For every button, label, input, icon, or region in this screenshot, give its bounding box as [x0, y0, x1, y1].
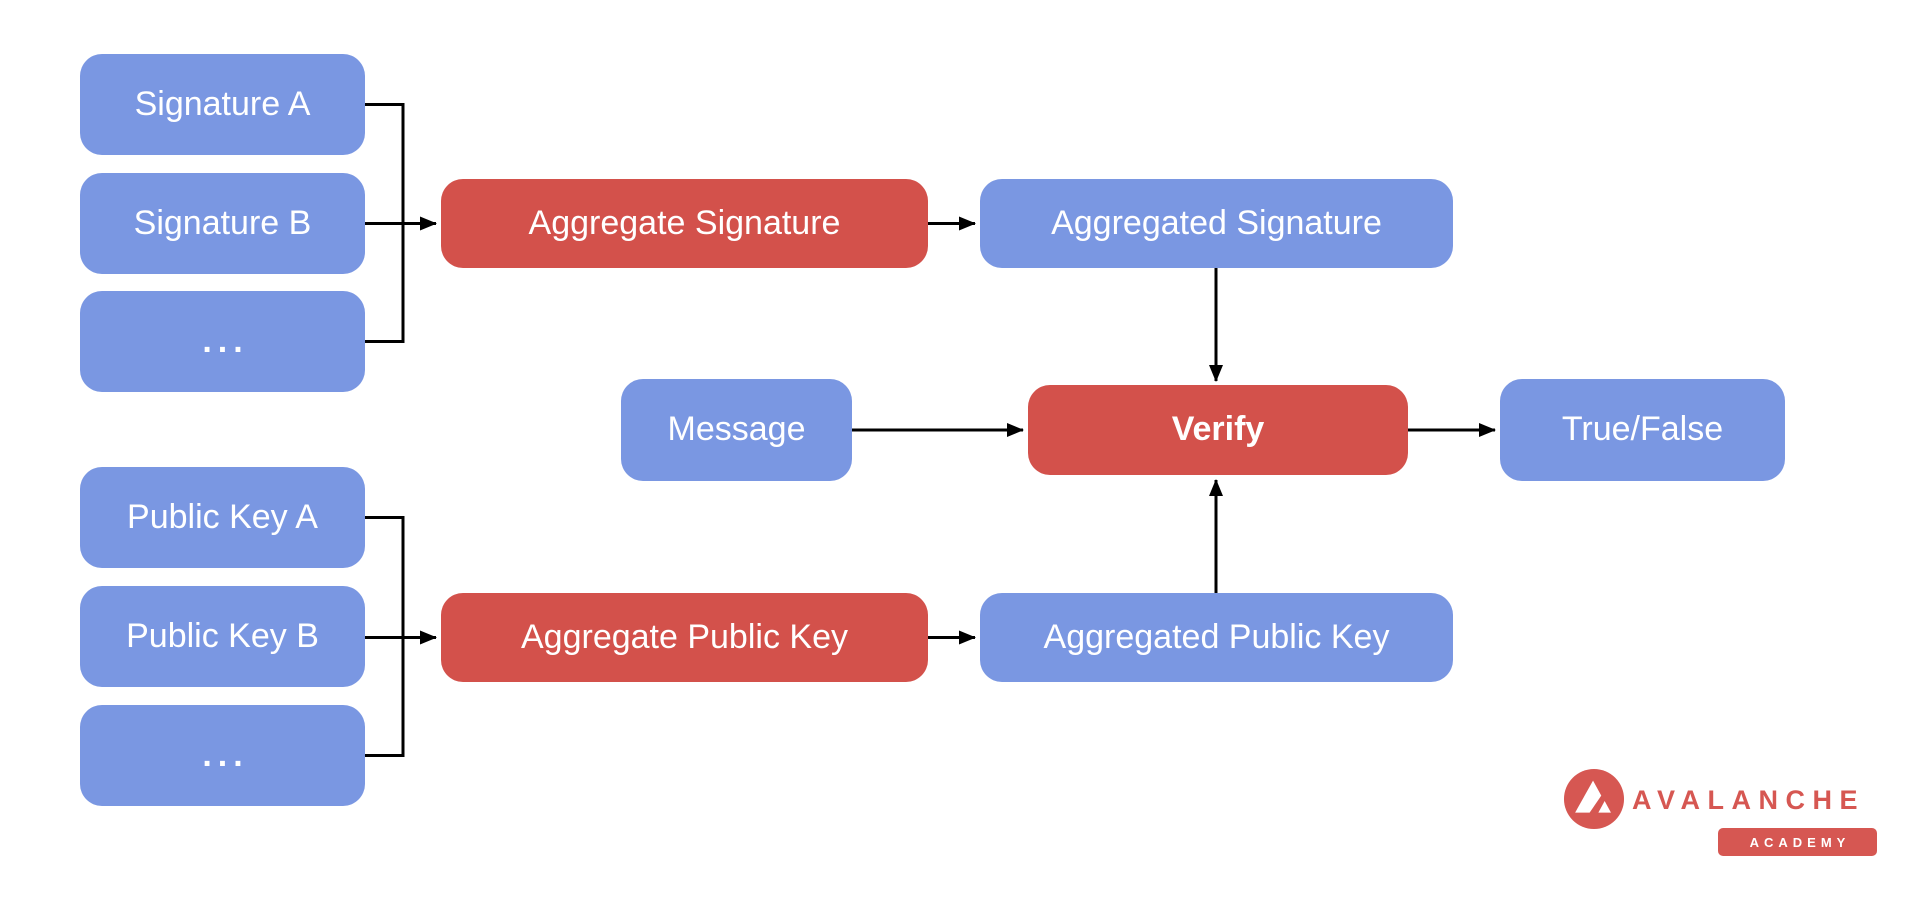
node-result-label: True/False — [1561, 410, 1724, 449]
node-signature-a: Signature A — [80, 54, 365, 155]
academy-badge-label: ACADEMY — [1749, 834, 1851, 850]
avalanche-logo-icon — [1563, 768, 1625, 830]
node-verify: Verify — [1028, 385, 1408, 475]
node-signature-a-label: Signature A — [134, 84, 311, 123]
node-public-key-more: ... — [80, 705, 365, 806]
node-public-key-more-label: ... — [202, 735, 249, 774]
node-aggregate-signature-label: Aggregate Signature — [528, 203, 841, 242]
node-aggregate-public-key: Aggregate Public Key — [441, 593, 928, 682]
avalanche-academy-logo: AVALANCHE ACADEMY — [1556, 766, 1877, 858]
node-aggregated-public-key-label: Aggregated Public Key — [1043, 617, 1390, 656]
node-public-key-b-label: Public Key B — [126, 616, 319, 655]
node-public-key-a: Public Key A — [80, 467, 365, 568]
node-message: Message — [621, 379, 852, 481]
academy-badge: ACADEMY — [1718, 828, 1877, 856]
node-public-key-b: Public Key B — [80, 586, 365, 687]
node-verify-label: Verify — [1171, 410, 1265, 449]
node-signature-more: ... — [80, 291, 365, 392]
node-public-key-a-label: Public Key A — [127, 497, 318, 536]
node-result: True/False — [1500, 379, 1785, 481]
node-aggregated-signature: Aggregated Signature — [980, 179, 1453, 268]
node-signature-b: Signature B — [80, 173, 365, 274]
node-aggregate-signature: Aggregate Signature — [441, 179, 928, 268]
node-signature-more-label: ... — [202, 321, 249, 360]
node-aggregated-public-key: Aggregated Public Key — [980, 593, 1453, 682]
node-message-label: Message — [667, 410, 806, 449]
node-aggregated-signature-label: Aggregated Signature — [1051, 203, 1382, 242]
avalanche-wordmark: AVALANCHE — [1632, 785, 1865, 815]
node-signature-b-label: Signature B — [133, 203, 312, 242]
node-aggregate-public-key-label: Aggregate Public Key — [521, 617, 848, 656]
